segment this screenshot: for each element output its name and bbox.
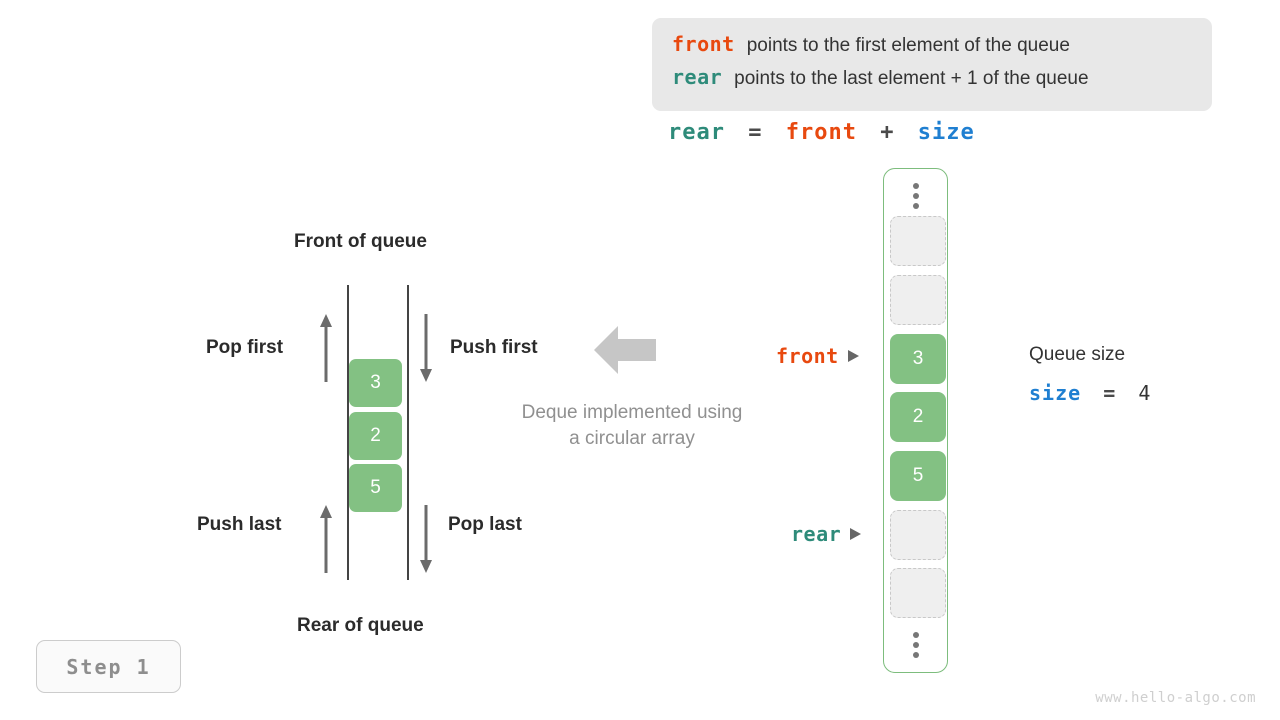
formula-rear-equals-front-plus-size: rear = front + size: [668, 120, 984, 145]
pop-last-label: Pop last: [448, 514, 522, 535]
array-cell-empty: [890, 275, 946, 325]
rear-pointer-arrow-icon: [850, 528, 862, 540]
queue-size-equals: =: [1103, 381, 1117, 405]
rear-of-queue-label: Rear of queue: [297, 615, 424, 636]
pop-last-arrow-icon: [420, 505, 432, 573]
formula-token-equals: =: [748, 120, 763, 145]
deque-cell: 3: [349, 359, 402, 407]
deque-cell: 5: [349, 464, 402, 512]
array-cell-filled: 2: [890, 392, 946, 442]
formula-token-size: size: [917, 120, 975, 145]
push-first-label: Push first: [450, 337, 538, 358]
legend-text-front: points to the first element of the queue: [746, 35, 1070, 56]
ellipsis-top-icon: [912, 183, 919, 209]
legend-line-rear: rear points to the last element + 1 of t…: [672, 65, 1192, 98]
push-last-label: Push last: [197, 514, 282, 535]
front-pointer-text: front: [776, 344, 839, 368]
watermark: www.hello-algo.com: [1095, 690, 1256, 706]
legend-box: front points to the first element of the…: [652, 18, 1212, 111]
left-block-arrow-icon: [594, 326, 656, 374]
formula-token-plus: +: [880, 120, 895, 145]
legend-line-front: front points to the first element of the…: [672, 32, 1192, 65]
queue-size-expression: size = 4: [1029, 381, 1160, 405]
array-cell-empty: [890, 510, 946, 560]
caption-line-2: a circular array: [569, 428, 695, 449]
array-cell-filled: 5: [890, 451, 946, 501]
formula-token-rear: rear: [668, 120, 725, 145]
step-badge: Step 1: [36, 640, 181, 693]
diagram-caption: Deque implemented using a circular array: [492, 400, 772, 452]
rear-pointer-label: rear: [791, 522, 862, 546]
circular-array-container: [883, 168, 948, 673]
formula-token-front: front: [785, 120, 857, 145]
ellipsis-bottom-icon: [912, 632, 919, 658]
queue-size-value: 4: [1138, 381, 1152, 405]
caption-line-1: Deque implemented using: [521, 402, 743, 423]
array-cell-empty: [890, 216, 946, 266]
pop-first-label: Pop first: [206, 337, 284, 358]
pop-first-arrow-icon: [320, 314, 332, 382]
deque-cell: 2: [349, 412, 402, 460]
deque-rail-right: [407, 285, 409, 580]
push-first-arrow-icon: [420, 314, 432, 382]
front-of-queue-label: Front of queue: [294, 231, 427, 252]
queue-size-var: size: [1029, 381, 1082, 405]
rear-pointer-text: rear: [791, 522, 842, 546]
push-last-arrow-icon: [320, 505, 332, 573]
array-cell-empty: [890, 568, 946, 618]
deque-rail-left: [347, 285, 349, 580]
front-pointer-arrow-icon: [847, 350, 859, 362]
array-cell-filled: 3: [890, 334, 946, 384]
legend-text-rear: points to the last element + 1 of the qu…: [734, 68, 1089, 89]
queue-size-title: Queue size: [1029, 344, 1126, 365]
front-pointer-label: front: [776, 344, 859, 368]
legend-key-rear: rear: [672, 65, 723, 89]
legend-key-front: front: [672, 32, 735, 56]
